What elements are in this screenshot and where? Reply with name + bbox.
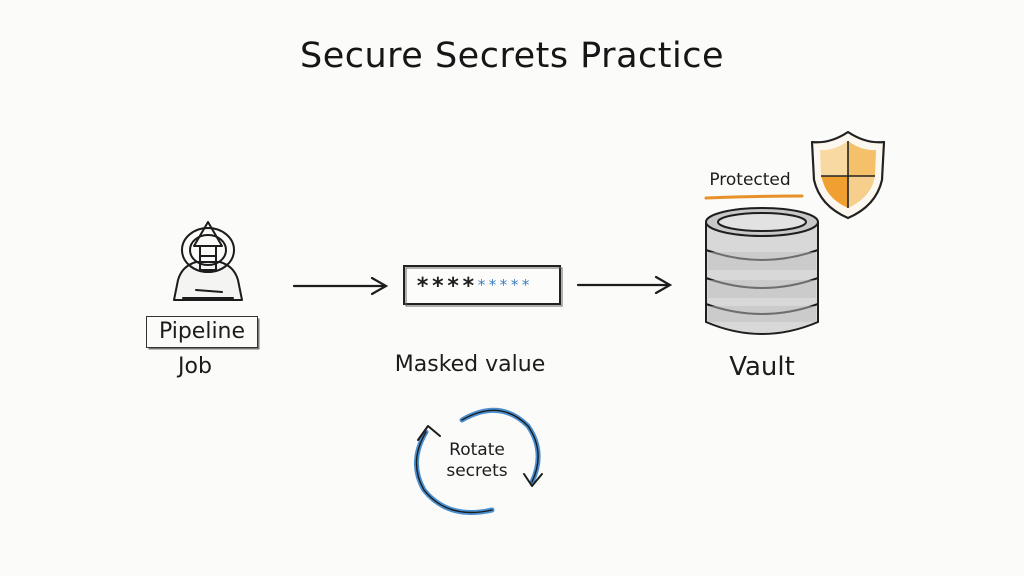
database-vault-icon — [705, 207, 819, 335]
job-label: Job — [178, 354, 212, 379]
protected-label: Protected — [709, 170, 791, 190]
arrow-right-icon — [576, 275, 673, 295]
masked-blue-stars: ***** — [476, 276, 533, 294]
rotate-secrets-label: Rotate secrets — [432, 440, 522, 482]
rotate-cycle-icon — [413, 407, 543, 515]
vault-label: Vault — [729, 352, 795, 382]
arrow-right-icon — [292, 276, 389, 296]
pipeline-job-icon — [173, 221, 243, 301]
masked-value-label: Masked value — [394, 352, 546, 377]
protected-underline — [704, 194, 804, 200]
rotate-line-1: Rotate — [449, 440, 505, 460]
shield-icon — [810, 130, 886, 220]
masked-value-text: ********* — [404, 266, 560, 304]
diagram-title: Secure Secrets Practice — [300, 36, 724, 76]
pipeline-label-box: Pipeline — [146, 316, 258, 348]
rotate-line-2: secrets — [446, 461, 508, 481]
masked-dark-stars: **** — [416, 274, 477, 299]
masked-value-box — [403, 265, 563, 307]
